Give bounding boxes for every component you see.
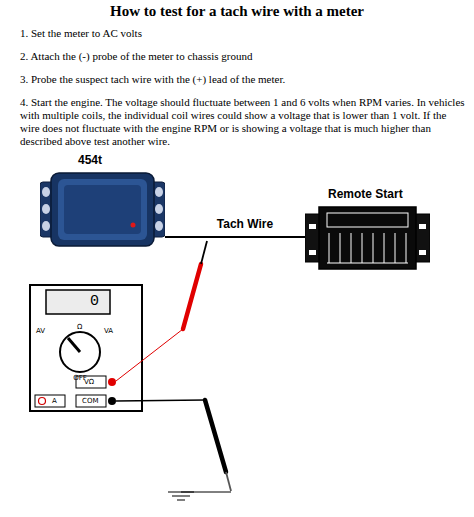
dial-label: AV bbox=[36, 327, 45, 335]
mount-hole bbox=[309, 224, 316, 229]
cooling-fins bbox=[329, 233, 406, 263]
black-socket bbox=[108, 397, 116, 405]
ground-symbol bbox=[168, 492, 194, 500]
mount-hole bbox=[155, 221, 163, 231]
red-lead bbox=[116, 329, 183, 381]
mount-hole bbox=[309, 250, 316, 255]
dial-label: VA bbox=[104, 327, 113, 335]
wire-label: Tach Wire bbox=[215, 217, 275, 231]
mount-hole bbox=[42, 221, 50, 231]
amp-jack bbox=[35, 395, 65, 407]
module-face bbox=[64, 185, 141, 234]
fin-base bbox=[327, 263, 408, 264]
module-bevel bbox=[58, 179, 147, 240]
unit-panel bbox=[327, 213, 408, 227]
black-probe bbox=[205, 400, 226, 472]
node-heading: 454t bbox=[78, 153, 102, 167]
black-lead bbox=[116, 400, 205, 401]
mount-hole bbox=[155, 187, 163, 197]
meter-body bbox=[30, 285, 142, 411]
mount-hole bbox=[419, 224, 426, 229]
remote-start-unit: Remote Start bbox=[305, 206, 430, 270]
meter-display bbox=[46, 290, 110, 314]
mount-hole bbox=[42, 187, 50, 197]
unit-body bbox=[319, 207, 416, 269]
mount-hole bbox=[419, 250, 426, 255]
jack-label: COM bbox=[82, 397, 98, 405]
red-probe-tip bbox=[201, 241, 207, 264]
red-probe bbox=[183, 264, 201, 329]
tach-wire bbox=[165, 236, 305, 238]
control-module: 454t bbox=[40, 172, 165, 247]
com-jack bbox=[76, 395, 106, 407]
dial-pointer bbox=[68, 338, 80, 352]
step-text: 2. Attach the (-) probe of the meter to … bbox=[20, 50, 466, 63]
remote-outline bbox=[305, 206, 430, 270]
node-heading: Remote Start bbox=[328, 187, 403, 201]
red-socket bbox=[108, 378, 116, 386]
black-probe-tip bbox=[226, 472, 231, 491]
mount-hole bbox=[42, 204, 50, 214]
dial-label: Ω bbox=[77, 323, 82, 331]
module-body bbox=[51, 173, 154, 246]
module-outline bbox=[40, 172, 165, 247]
status-led bbox=[131, 223, 136, 228]
amp-jack-ring bbox=[39, 398, 46, 405]
mount-hole bbox=[155, 204, 163, 214]
jack-label: VΩ bbox=[84, 378, 94, 386]
display-digit: 0 bbox=[90, 294, 99, 310]
jack-label: A bbox=[52, 397, 57, 405]
step-text: 1. Set the meter to AC volts bbox=[20, 27, 466, 40]
page-title: How to test for a tach wire with a meter bbox=[110, 3, 364, 20]
step-text: 4. Start the engine. The voltage should … bbox=[20, 96, 468, 148]
step-text: 3. Probe the suspect tach wire with the … bbox=[20, 73, 466, 86]
meter-dial bbox=[60, 332, 100, 372]
